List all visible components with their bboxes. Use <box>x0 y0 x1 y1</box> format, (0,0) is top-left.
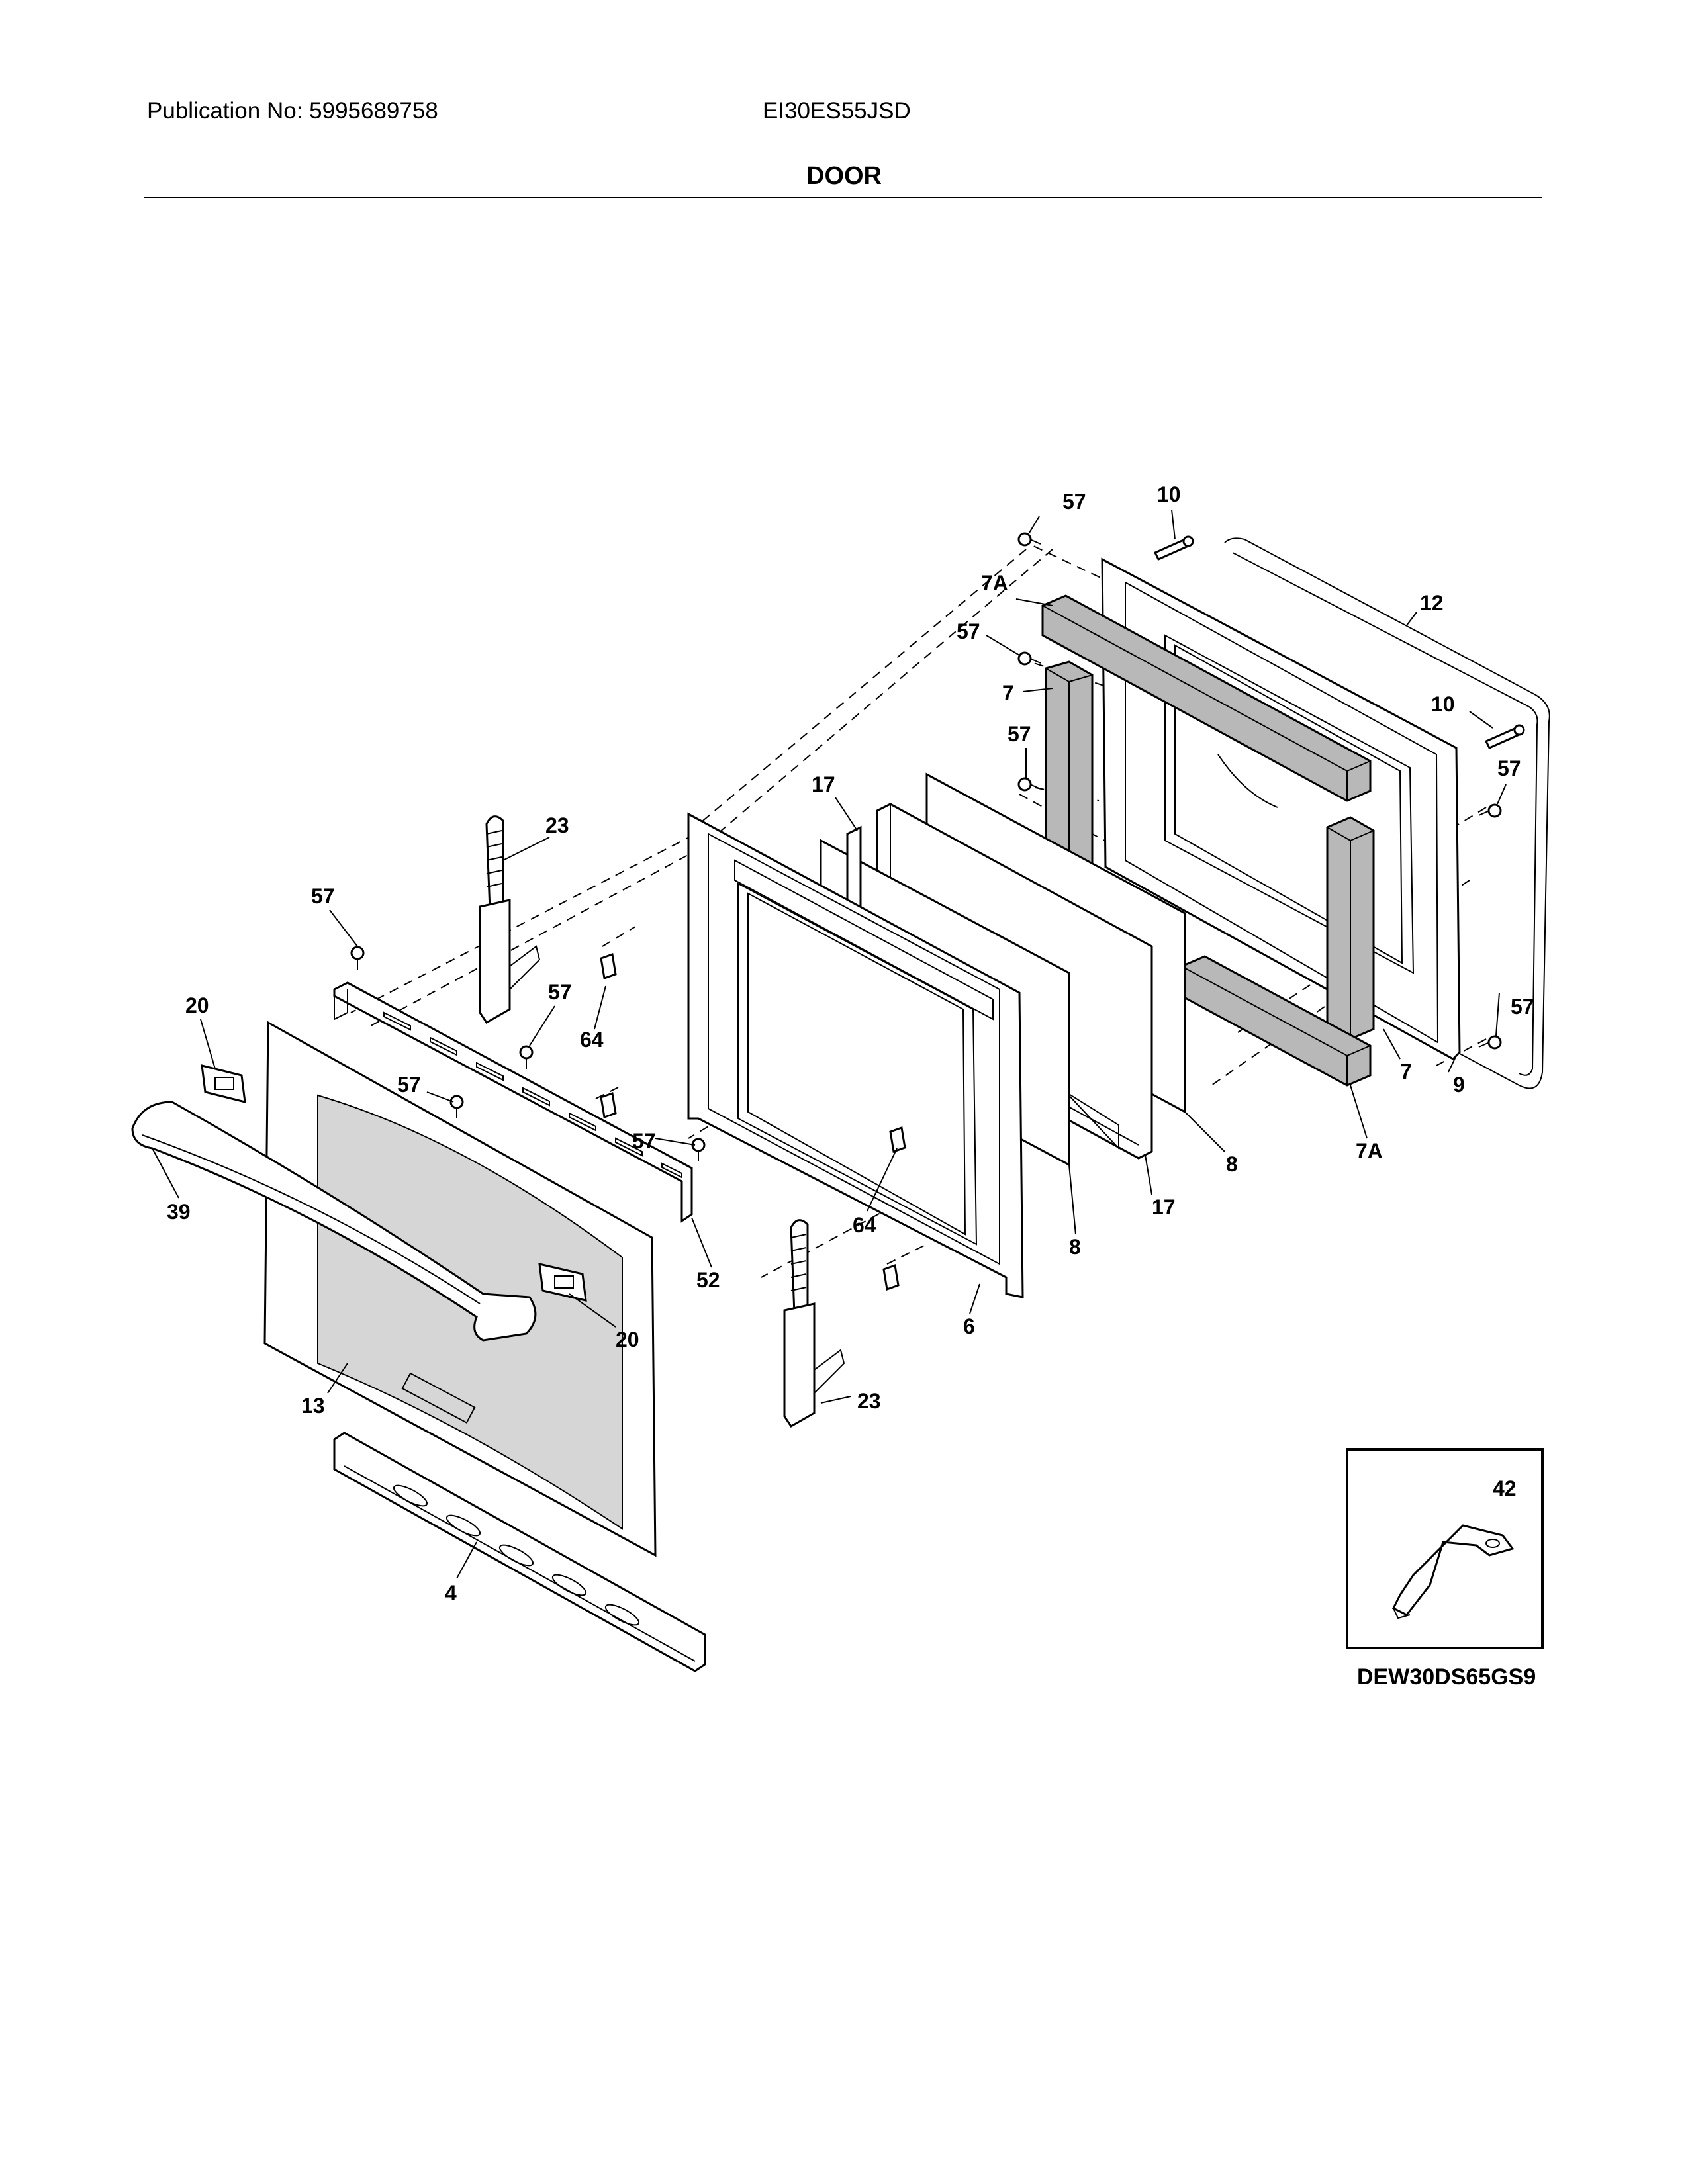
callout-57: 57 <box>1008 722 1031 746</box>
bottom-trim-4 <box>333 1432 706 1672</box>
callout-8: 8 <box>1226 1152 1238 1176</box>
bumper-64-b <box>600 1091 617 1119</box>
callout-57: 57 <box>957 619 980 643</box>
callout-20: 20 <box>616 1328 639 1351</box>
bracket-42 <box>1391 1524 1515 1619</box>
callout-17: 17 <box>812 772 835 796</box>
callout-10: 10 <box>1431 692 1455 716</box>
callout-57: 57 <box>548 980 572 1004</box>
callout-57: 57 <box>1062 490 1086 514</box>
callout-4: 4 <box>445 1581 457 1605</box>
leader-lines <box>152 509 1507 1579</box>
callout-42: 42 <box>1493 1477 1517 1500</box>
header-divider <box>144 197 1542 198</box>
callout-23: 23 <box>545 813 569 837</box>
callout-64: 64 <box>853 1213 876 1237</box>
hinge-23-lower <box>783 1219 845 1428</box>
insulation-strip-7-right <box>1326 816 1375 1040</box>
section-title: DOOR <box>806 162 882 190</box>
callout-57: 57 <box>1497 756 1521 780</box>
callout-10: 10 <box>1157 482 1181 506</box>
callout-8: 8 <box>1069 1235 1081 1259</box>
handle-mount-20-right <box>538 1263 587 1302</box>
callout-13: 13 <box>301 1394 325 1418</box>
callout-7a: 7A <box>981 571 1008 595</box>
callout-52: 52 <box>696 1268 720 1292</box>
screw-57-set <box>350 532 1502 1161</box>
callout-9: 9 <box>1453 1073 1465 1097</box>
hinge-23-upper <box>479 815 541 1024</box>
model-number: EI30ES55JSD <box>763 98 911 124</box>
door-handle-39 <box>131 1101 537 1342</box>
hinge-pin-10-a <box>1153 535 1194 561</box>
callout-23: 23 <box>857 1389 881 1413</box>
bumper-64-d <box>882 1263 900 1291</box>
top-vent-trim-52 <box>333 981 693 1223</box>
hinge-pin-10-b <box>1484 724 1525 749</box>
callout-64: 64 <box>580 1028 604 1052</box>
bumper-64-c <box>889 1126 906 1154</box>
callout-20: 20 <box>185 993 209 1017</box>
bumper-64-a <box>600 952 617 980</box>
callout-17: 17 <box>1152 1195 1176 1219</box>
insulation-strip-7a-top <box>1041 594 1372 802</box>
callout-12: 12 <box>1420 591 1444 615</box>
door-gasket-12 <box>1224 537 1550 1089</box>
callout-6: 6 <box>963 1314 975 1338</box>
callout-57: 57 <box>311 884 335 908</box>
handle-mount-20-left <box>201 1064 246 1103</box>
callout-7a: 7A <box>1356 1139 1383 1163</box>
callout-7: 7 <box>1400 1060 1412 1083</box>
callout-labels: 57 10 7A 12 57 7 10 57 57 17 23 57 57 64… <box>167 482 1534 1605</box>
inset-model-caption: DEW30DS65GS9 <box>1357 1664 1536 1690</box>
callout-57: 57 <box>632 1129 656 1153</box>
inner-door-panel-6 <box>687 812 1024 1298</box>
inset-panel: 42 DEW30DS65GS9 <box>1346 1448 1544 1690</box>
publication-number: Publication No: 5995689758 <box>147 98 438 124</box>
callout-57: 57 <box>1511 995 1534 1019</box>
callout-7: 7 <box>1002 681 1014 705</box>
callout-57: 57 <box>397 1073 421 1097</box>
callout-39: 39 <box>167 1200 191 1224</box>
